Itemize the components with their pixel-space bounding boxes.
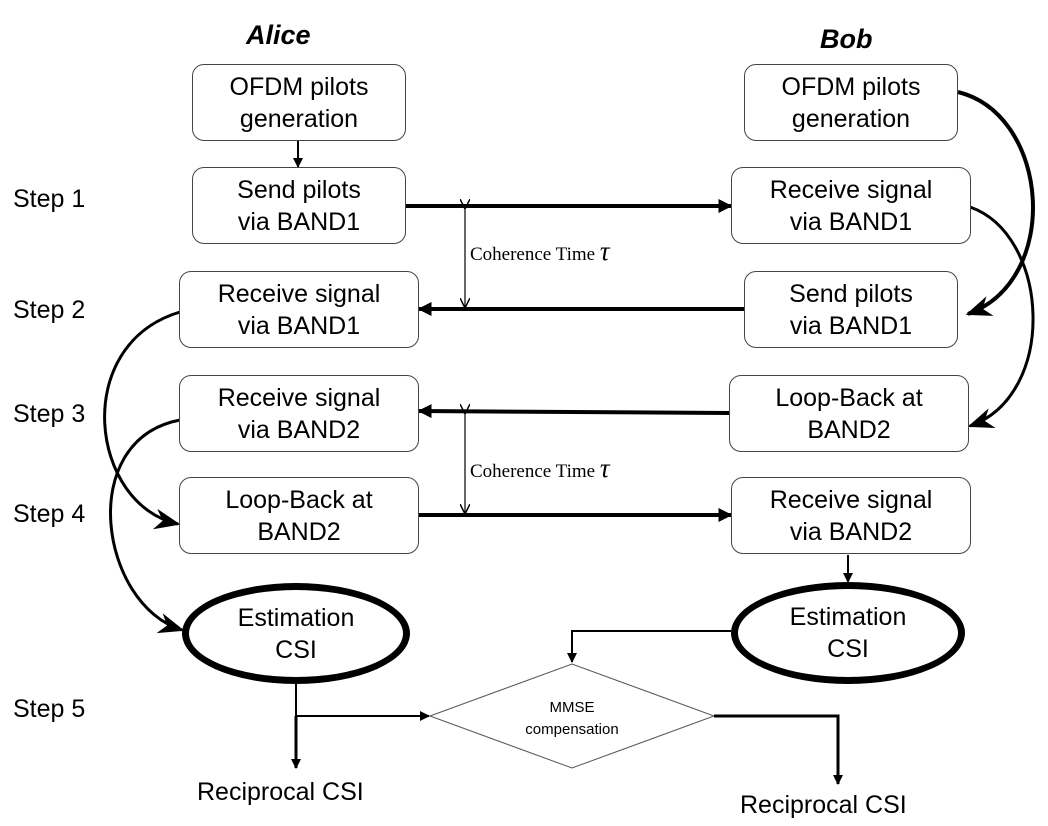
box-line: generation [239,104,359,133]
tau-symbol: τ [599,453,610,483]
alice-loopback-band2-box: Loop-Back at BAND2 [179,477,419,554]
box-line: BAND2 [257,517,341,546]
box-line: generation [791,104,911,133]
bob-receive-band1-box: Receive signal via BAND1 [731,167,971,244]
curve-alice-recv2-to-estimation [109,418,185,634]
curve-alice-recv1-to-loopback [103,310,181,530]
box-line: via BAND1 [237,311,361,340]
arrow-bob-estimation-to-mmse [567,630,731,663]
box-line: BAND2 [807,415,891,444]
bob-receive-band2-box: Receive signal via BAND2 [731,477,971,554]
box-line: Receive signal [769,485,933,514]
alice-reciprocal-csi: Reciprocal CSI [197,778,364,806]
coherence-time-label-1: Coherence Time τ [470,236,610,267]
box-line: via BAND2 [789,517,913,546]
coherence-text: Coherence Time [470,461,600,482]
curve-bob-recv-to-loopback [967,205,1035,428]
box-line: Loop-Back at [225,485,373,514]
box-line: Loop-Back at [775,383,923,412]
step-label-5: Step 5 [13,695,86,723]
bob-send-pilots-box: Send pilots via BAND1 [744,271,958,348]
step-label-3: Step 3 [13,400,86,428]
oval-line: CSI [275,635,317,664]
bob-estimation-csi-oval: Estimation CSI [731,582,965,684]
box-line: Send pilots [789,279,913,308]
coherence-text: Coherence Time [470,244,600,265]
mmse-line: MMSE [549,699,595,716]
box-line: Send pilots [237,175,361,204]
tau-symbol: τ [599,236,610,266]
alice-receive-band1-box: Receive signal via BAND1 [179,271,419,348]
box-line: OFDM pilots [781,72,921,101]
arrow-mmse-to-bob-reciprocal [714,714,843,785]
box-line: OFDM pilots [229,72,369,101]
bob-reciprocal-csi: Reciprocal CSI [740,791,907,819]
box-line: Receive signal [769,175,933,204]
mmse-label: MMSE compensation [502,697,642,741]
arrow-alice-estimation-to-mmse [295,683,430,721]
step-label-1: Step 1 [13,185,86,213]
bob-pilots-generation-box: OFDM pilots generation [744,64,958,141]
mmse-line: compensation [525,721,619,738]
arrow-step3-band2 [417,404,730,419]
alice-header: Alice [246,20,311,50]
box-line: via BAND2 [237,415,361,444]
bob-header: Bob [820,24,873,54]
curve-bob-gen-to-send [957,90,1035,316]
box-line: Receive signal [217,383,381,412]
alice-estimation-csi-oval: Estimation CSI [182,583,410,684]
step-label-4: Step 4 [13,500,86,528]
box-line: via BAND1 [789,207,913,236]
box-line: via BAND1 [789,311,913,340]
alice-pilots-generation-box: OFDM pilots generation [192,64,406,141]
alice-receive-band2-box: Receive signal via BAND2 [179,375,419,452]
oval-line: Estimation [789,603,907,631]
box-line: Receive signal [217,279,381,308]
box-line: via BAND1 [237,207,361,236]
alice-send-pilots-box: Send pilots via BAND1 [192,167,406,244]
oval-line: CSI [827,635,869,663]
bob-loopback-band2-box: Loop-Back at BAND2 [729,375,969,452]
oval-line: Estimation [237,603,355,632]
step-label-2: Step 2 [13,296,86,324]
coherence-time-label-2: Coherence Time τ [470,453,610,484]
